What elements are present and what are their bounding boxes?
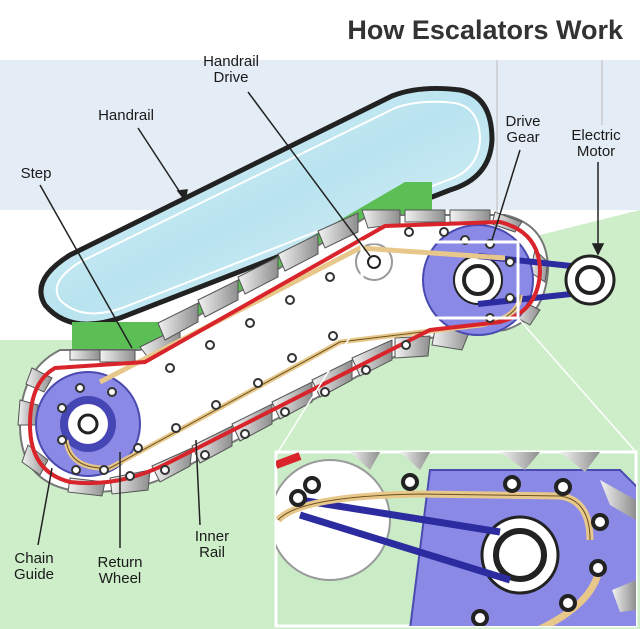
electric-motor — [564, 254, 616, 306]
inner-rail-edge — [65, 294, 521, 469]
label-electric-motor-line2: Motor — [577, 143, 615, 160]
label-handrail-drive-line1: Handrail — [203, 53, 259, 70]
leader-inner-rail — [195, 439, 201, 526]
leader-lines — [37, 91, 605, 548]
return-wheel — [35, 371, 141, 477]
callout-box — [360, 240, 520, 320]
callout-line-left — [277, 317, 363, 453]
handrail-drive-wheel — [355, 243, 393, 281]
label-electric-motor-line1: Electric — [571, 127, 621, 144]
page-title: How Escalators Work — [347, 15, 624, 45]
label-drive-gear-line2: Gear — [506, 129, 539, 146]
handrail — [38, 85, 495, 327]
label-chain-guide-line1: Chain — [14, 550, 53, 567]
handrail-inner-edge — [55, 100, 482, 315]
label-handrail: Handrail — [98, 107, 154, 124]
label-return-wheel-line2: Wheel — [99, 570, 142, 587]
label-return-wheel-line1: Return — [97, 554, 142, 571]
callout-line-right — [517, 317, 637, 453]
leader-step — [39, 184, 133, 349]
guide-lines — [496, 60, 603, 215]
leader-handrail — [137, 127, 186, 201]
label-inner-rail-line2: Rail — [199, 544, 225, 561]
leader-handrail-drive — [247, 91, 371, 257]
label-inner-rail-line1: Inner — [195, 528, 229, 545]
zoom-inset — [274, 450, 638, 628]
leader-chain-guide — [37, 467, 53, 546]
chain-rollers — [57, 227, 515, 481]
label-drive-gear-line1: Drive — [505, 113, 540, 130]
label-handrail-drive-line2: Drive — [213, 69, 248, 86]
step-chain — [27, 219, 543, 486]
leader-drive-gear — [491, 149, 521, 241]
label-chain-guide-line2: Guide — [14, 566, 54, 583]
label-step: Step — [21, 165, 52, 182]
